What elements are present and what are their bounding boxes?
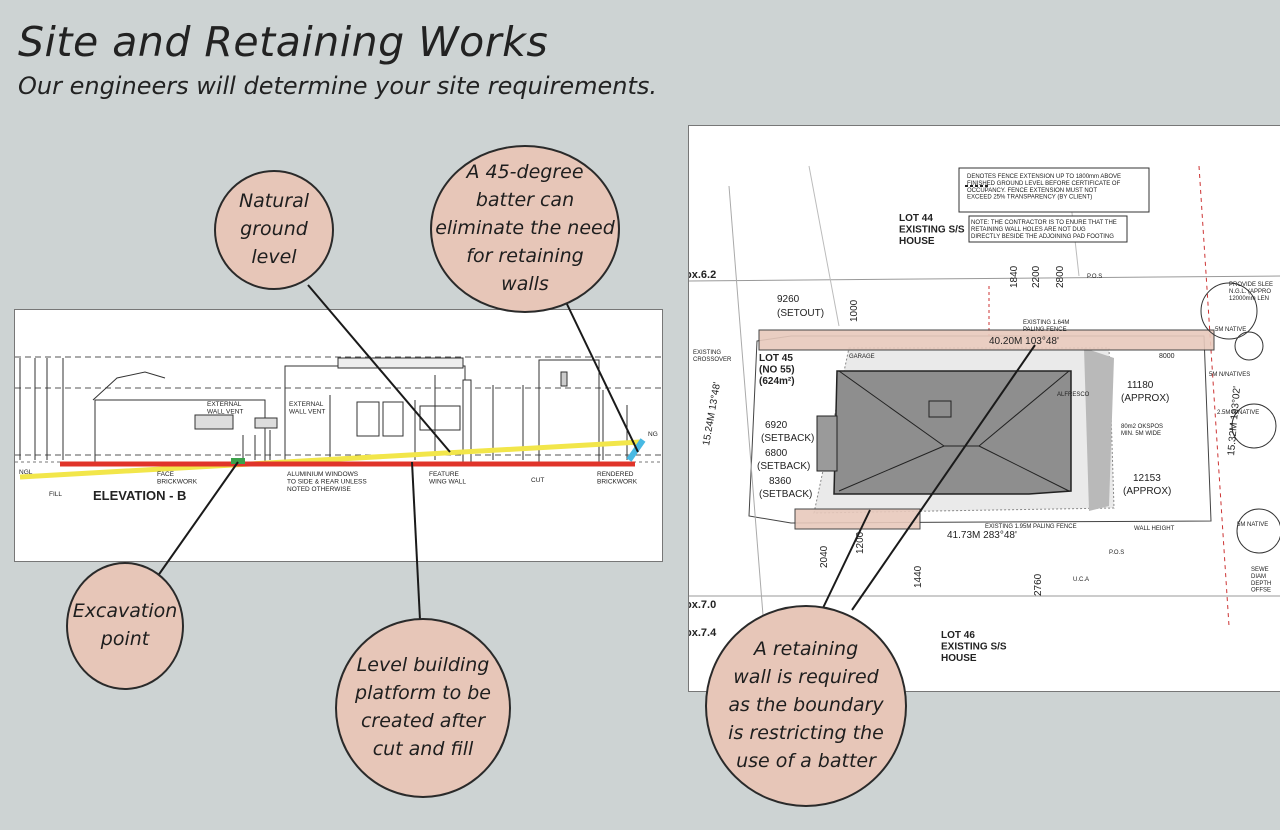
boundary-right-label: 15.32M 193°02' xyxy=(1226,386,1243,457)
ngl-right-label: NG xyxy=(648,431,658,438)
marker-ox70: ox.7.0 xyxy=(689,599,716,611)
dim-8000: 8000 xyxy=(1159,353,1175,360)
plan-text: DENOTES FENCE EXTENSION UP TO 1800mm ABO… xyxy=(693,174,1273,594)
dim-1200: 1200 xyxy=(855,531,866,554)
dim-2760: 2760 xyxy=(1033,573,1044,596)
callout-level-platform-text: Level building platform to be created af… xyxy=(355,654,491,760)
elevation-title: ELEVATION - B xyxy=(93,488,186,503)
dim-2200: 2200 xyxy=(1031,265,1042,288)
dim-12153: 12153 xyxy=(1133,473,1161,484)
dim-setout: (SETOUT) xyxy=(777,308,824,319)
site-plan-svg: DENOTES FENCE EXTENSION UP TO 1800mm ABO… xyxy=(689,165,1280,691)
dim-1000: 1000 xyxy=(849,299,860,322)
note-text: NOTE: THE CONTRACTOR IS TO ENURE THAT TH… xyxy=(971,220,1117,240)
boundary-top-label: 40.20M 103°48' xyxy=(989,336,1059,347)
dim-approx-2: (APPROX) xyxy=(1123,486,1171,497)
dim-2040: 2040 xyxy=(819,545,830,568)
dim-1440: 1440 xyxy=(913,565,924,588)
callout-batter: A 45-degree batter can eliminate the nee… xyxy=(430,145,620,313)
garage-label: GARAGE xyxy=(849,354,875,360)
pos-label-bottom: P.O.S xyxy=(1109,550,1124,556)
lot45-label: LOT 45(NO 55)(624m²) xyxy=(759,353,795,387)
callout-batter-text: A 45-degree batter can eliminate the nee… xyxy=(435,161,615,295)
boundary-bottom-label: 41.73M 283°48' xyxy=(947,530,1017,541)
dim-6800: 6800 xyxy=(765,448,788,459)
ngl-left-label: NGL xyxy=(19,469,33,476)
callout-natural-ground-text: Natural ground level xyxy=(238,190,310,268)
native-top-label: 5M NATIVE xyxy=(1215,327,1246,333)
callout-natural-ground: Natural ground level xyxy=(214,170,334,290)
dim-11180: 11180 xyxy=(1127,380,1154,391)
page-subtitle: Our engineers will determine your site r… xyxy=(18,72,658,100)
legend-box xyxy=(958,167,1150,213)
dim-setback-3: (SETBACK) xyxy=(759,489,812,500)
dim-setback-2: (SETBACK) xyxy=(757,461,810,472)
marker-ox74: ox.7.4 xyxy=(689,627,717,639)
pos-label-top: P.O.S xyxy=(1087,274,1102,280)
dim-9260: 9260 xyxy=(777,294,800,305)
note-box xyxy=(968,215,1128,243)
fill-label: FILL xyxy=(49,491,62,498)
dim-setback-1: (SETBACK) xyxy=(761,433,814,444)
callout-excavation: Excavation point xyxy=(66,562,184,690)
dim-2800: 2800 xyxy=(1055,265,1066,288)
callout-retaining-wall: A retaining wall is required as the boun… xyxy=(705,605,907,807)
native-right2-label: 2.5M N/NATIVE xyxy=(1217,410,1259,416)
marker-ox62: ox.6.2 xyxy=(689,269,716,281)
page-title: Site and Retaining Works xyxy=(18,18,549,66)
house-wing xyxy=(816,415,838,472)
cut-label: CUT xyxy=(531,477,544,484)
legend-text: DENOTES FENCE EXTENSION UP TO 1800mm ABO… xyxy=(967,174,1121,201)
dim-6920: 6920 xyxy=(765,420,788,431)
uca-label: U.C.A xyxy=(1073,577,1089,583)
boundary-left-label: 15.24M 13°48' xyxy=(701,381,723,446)
house-footprint xyxy=(833,370,1072,495)
dim-1840: 1840 xyxy=(1009,265,1020,288)
native-right1-label: 5M N/NATIVES xyxy=(1209,372,1250,378)
bottom-boundary-highlight xyxy=(794,508,921,530)
callout-excavation-text: Excavation point xyxy=(72,600,178,650)
ox-markers: ox.6.2 ox.7.0 ox.7.4 xyxy=(689,269,717,639)
callout-retaining-wall-text: A retaining wall is required as the boun… xyxy=(728,638,884,772)
dim-approx-1: (APPROX) xyxy=(1121,393,1169,404)
wall-height-label: WALL HEIGHT xyxy=(1134,526,1175,532)
dim-8360: 8360 xyxy=(769,476,792,487)
callout-level-platform: Level building platform to be created af… xyxy=(335,618,511,798)
trees xyxy=(1200,282,1280,554)
alfresco-label: ALFRESCO xyxy=(1057,392,1090,398)
natural-ground-line xyxy=(19,439,641,480)
native-right3-label: 5M NATIVE xyxy=(1237,522,1268,528)
top-boundary-highlight xyxy=(758,329,1215,351)
batter-hatch xyxy=(1084,348,1114,511)
site-plan-drawing: DENOTES FENCE EXTENSION UP TO 1800mm ABO… xyxy=(688,125,1280,692)
